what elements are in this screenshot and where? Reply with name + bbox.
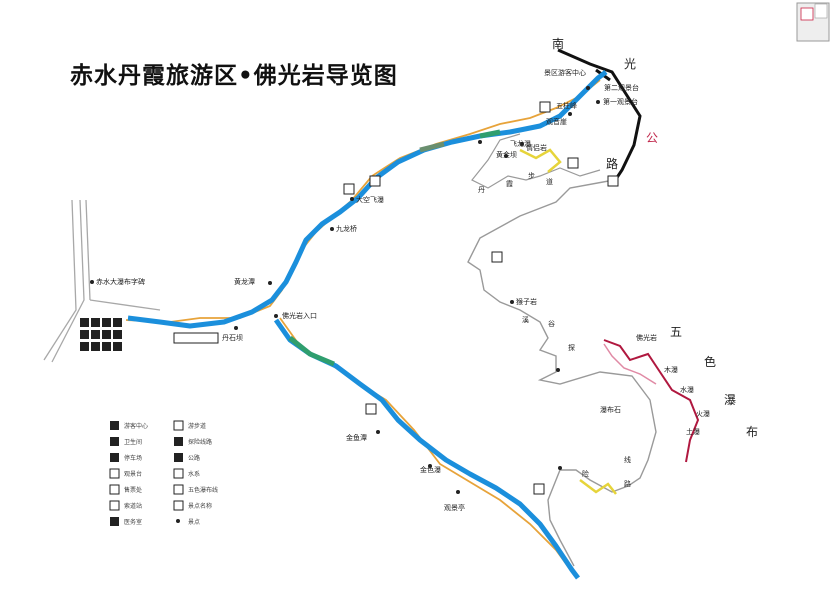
yellow-trail-2 — [579, 479, 617, 495]
trail-label-g: 探 — [568, 343, 575, 352]
label-p1: 第二观景台 — [604, 83, 639, 92]
legend: 游客中心 卫生间 停车场 观景台 售票处 索道站 医务室 游步道 探险线路 公路… — [124, 422, 218, 526]
green-segment-1 — [288, 336, 335, 367]
label-p22: 土瀑 — [686, 427, 700, 436]
road-label-lu: 路 — [606, 156, 618, 171]
danxia-trail — [467, 179, 657, 567]
label-p16: 金色瀑 — [420, 465, 441, 474]
south-highway — [557, 48, 642, 183]
label-p2: 第一观景台 — [603, 97, 638, 106]
legend-right-3: 水系 — [188, 470, 200, 478]
label-p13: 丹石坝 — [222, 333, 243, 342]
label-p11: 佛光岩入口 — [282, 311, 317, 320]
trail-label-a: 丹 — [478, 186, 485, 194]
access-road — [43, 199, 161, 363]
legend-left-1: 卫生间 — [124, 438, 142, 446]
legend-left-6: 医务室 — [124, 518, 142, 526]
road-label-guang: 光 — [624, 57, 636, 71]
road-label-nan: 南 — [552, 36, 564, 51]
legend-right-5: 景点名称 — [188, 502, 212, 510]
trail-label-k: 五 — [670, 325, 682, 339]
route-labels: 南 光 公 路 丹 霞 步 道 溪 谷 探 险 线 路 五 色 瀑 布 — [478, 36, 758, 488]
five-color-route — [603, 339, 700, 463]
legend-right-6: 景点 — [188, 518, 200, 526]
legend-left-4: 售票处 — [124, 486, 142, 494]
legend-left-0: 游客中心 — [124, 422, 148, 430]
label-p21: 火瀑 — [696, 409, 710, 418]
legend-symbols — [109, 420, 184, 526]
trail-label-c: 步 — [528, 172, 535, 180]
label-p20: 水瀑 — [680, 385, 694, 394]
label-p5: 飞龙瀑 — [510, 139, 531, 148]
map-title: 赤水丹霞旅游区•佛光岩导览图 — [70, 63, 398, 89]
legend-right-0: 游步道 — [188, 422, 206, 430]
label-p10: 黄金坝 — [496, 150, 517, 159]
legend-left-5: 索道站 — [124, 502, 142, 510]
label-p4: 观音崖 — [546, 117, 567, 126]
stamp-logo — [796, 2, 830, 42]
label-p23: 瀑布石 — [600, 405, 621, 414]
label-p8: 九龙桥 — [336, 224, 357, 233]
green-segment-3 — [479, 129, 501, 139]
trail-label-e: 溪 — [522, 315, 529, 324]
label-p14: 猴子岩 — [516, 297, 537, 306]
trail-label-n: 布 — [746, 425, 758, 439]
green-segment-2 — [419, 141, 445, 153]
river-upper — [127, 70, 608, 329]
trail-label-b: 霞 — [506, 180, 513, 188]
legend-left-2: 停车场 — [124, 454, 142, 462]
road-label-gong: 公 — [646, 131, 658, 145]
label-p7: 大空飞瀑 — [356, 195, 384, 204]
label-p19: 木瀑 — [664, 365, 678, 374]
label-ticket: 景区游客中心 — [544, 68, 586, 77]
label-p18: 佛光岩 — [636, 333, 657, 342]
trail-label-i: 线 — [624, 455, 631, 464]
legend-left-3: 观景台 — [124, 470, 142, 478]
label-p6: 情侣岩 — [526, 143, 547, 152]
entrance-icons — [80, 318, 128, 360]
label-p15: 金鱼潭 — [346, 433, 367, 442]
trail-label-h: 险 — [582, 469, 589, 478]
label-p3: 五柱峰 — [556, 101, 577, 110]
trail-label-f: 谷 — [548, 319, 555, 328]
label-p17: 观景亭 — [444, 503, 465, 512]
side-trail — [471, 133, 601, 189]
trail-label-d: 道 — [546, 177, 553, 186]
yellow-trail — [519, 148, 562, 173]
label-p9: 黄龙潭 — [234, 277, 255, 286]
place-markers — [90, 86, 600, 494]
label-p12: 赤水大瀑布字碑 — [96, 277, 145, 286]
pink-route — [603, 343, 657, 385]
legend-right-2: 公路 — [188, 454, 200, 462]
trail-label-m: 瀑 — [724, 393, 736, 407]
facility-symbols — [173, 101, 619, 495]
legend-right-1: 探险线路 — [188, 438, 212, 446]
legend-right-4: 五色瀑布线 — [188, 486, 218, 494]
place-labels: 景区游客中心 第二观景台 第一观景台 五柱峰 观音崖 飞龙瀑 情侣岩 黄金坝 大… — [96, 68, 710, 512]
trail-label-j: 路 — [624, 479, 631, 488]
trail-label-l: 色 — [704, 355, 716, 369]
